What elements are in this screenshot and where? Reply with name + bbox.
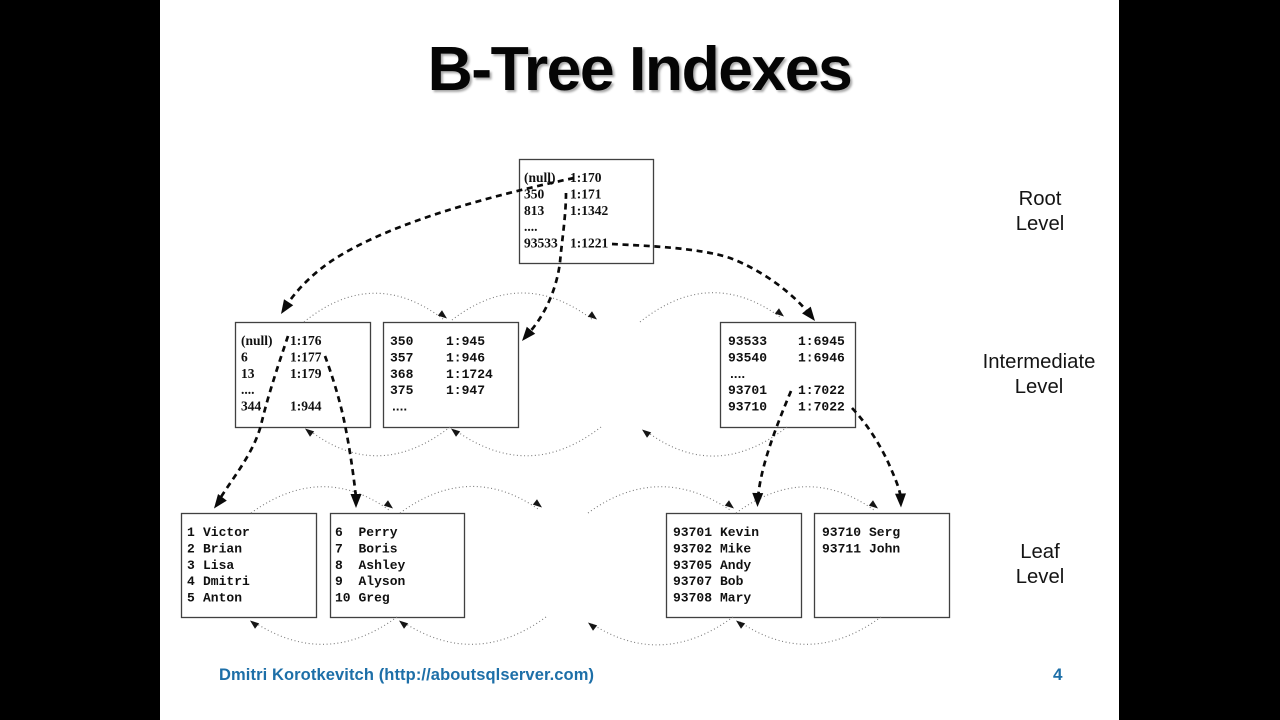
svg-text:....: ....	[728, 367, 744, 382]
svg-text:93702: 93702	[673, 541, 712, 556]
svg-text:813: 813	[524, 203, 545, 218]
svg-text:3: 3	[187, 558, 195, 573]
svg-text:Victor: Victor	[203, 525, 250, 540]
svg-text:Kevin: Kevin	[720, 525, 759, 540]
svg-text:1:1342: 1:1342	[570, 203, 608, 218]
svg-text:Mike: Mike	[720, 541, 751, 556]
svg-text:(null): (null)	[524, 170, 556, 185]
svg-text:1:171: 1:171	[570, 186, 602, 201]
svg-text:375: 375	[390, 383, 414, 398]
svg-text:Mary: Mary	[720, 591, 751, 606]
svg-text:93710: 93710	[728, 400, 767, 415]
svg-text:344: 344	[241, 399, 262, 414]
svg-text:1:170: 1:170	[570, 170, 602, 185]
svg-text:93533: 93533	[728, 334, 767, 349]
svg-text:1:177: 1:177	[290, 349, 322, 364]
svg-text:350: 350	[390, 334, 414, 349]
svg-text:93701: 93701	[728, 383, 767, 398]
svg-text:1:176: 1:176	[290, 333, 322, 348]
svg-text:5: 5	[187, 591, 195, 606]
svg-text:6: 6	[241, 349, 248, 364]
svg-text:93708: 93708	[673, 591, 712, 606]
svg-text:Serg: Serg	[869, 525, 900, 540]
svg-text:7: 7	[335, 541, 343, 556]
svg-text:6: 6	[335, 525, 343, 540]
svg-text:(null): (null)	[241, 333, 273, 348]
svg-text:93540: 93540	[728, 350, 767, 365]
svg-text:2: 2	[187, 541, 195, 556]
svg-text:Brian: Brian	[203, 541, 242, 556]
svg-text:1:945: 1:945	[446, 334, 485, 349]
svg-text:John: John	[869, 541, 900, 556]
svg-text:....: ....	[390, 400, 406, 415]
svg-text:93701: 93701	[673, 525, 712, 540]
svg-text:Bob: Bob	[720, 574, 744, 589]
svg-text:1:944: 1:944	[290, 399, 322, 414]
svg-text:....: ....	[241, 382, 255, 397]
svg-text:1:1724: 1:1724	[446, 367, 493, 382]
svg-text:....: ....	[524, 219, 538, 234]
svg-text:350: 350	[524, 186, 545, 201]
svg-text:Boris: Boris	[359, 541, 398, 556]
svg-text:13: 13	[241, 366, 255, 381]
svg-text:368: 368	[390, 367, 414, 382]
svg-text:1: 1	[187, 525, 195, 540]
svg-text:1:6946: 1:6946	[798, 350, 845, 365]
svg-text:Greg: Greg	[359, 591, 390, 606]
svg-text:93710: 93710	[822, 525, 861, 540]
svg-text:93711: 93711	[822, 541, 861, 556]
svg-text:Alyson: Alyson	[359, 574, 406, 589]
svg-text:1:7022: 1:7022	[798, 400, 845, 415]
svg-text:4: 4	[187, 574, 195, 589]
svg-text:Anton: Anton	[203, 591, 242, 606]
svg-text:357: 357	[390, 350, 413, 365]
svg-text:Andy: Andy	[720, 558, 751, 573]
svg-text:1:7022: 1:7022	[798, 383, 845, 398]
svg-text:93707: 93707	[673, 574, 712, 589]
svg-text:1:179: 1:179	[290, 366, 322, 381]
svg-text:93705: 93705	[673, 558, 712, 573]
svg-text:Perry: Perry	[359, 525, 398, 540]
svg-text:1:1221: 1:1221	[570, 236, 608, 251]
svg-text:1:6945: 1:6945	[798, 334, 845, 349]
svg-text:1:947: 1:947	[446, 383, 485, 398]
svg-text:Lisa: Lisa	[203, 558, 234, 573]
svg-text:Dmitri: Dmitri	[203, 574, 250, 589]
svg-text:9: 9	[335, 574, 343, 589]
svg-text:10: 10	[335, 591, 351, 606]
svg-text:8: 8	[335, 558, 343, 573]
svg-text:93533: 93533	[524, 236, 558, 251]
svg-text:Ashley: Ashley	[359, 558, 406, 573]
svg-text:1:946: 1:946	[446, 350, 485, 365]
